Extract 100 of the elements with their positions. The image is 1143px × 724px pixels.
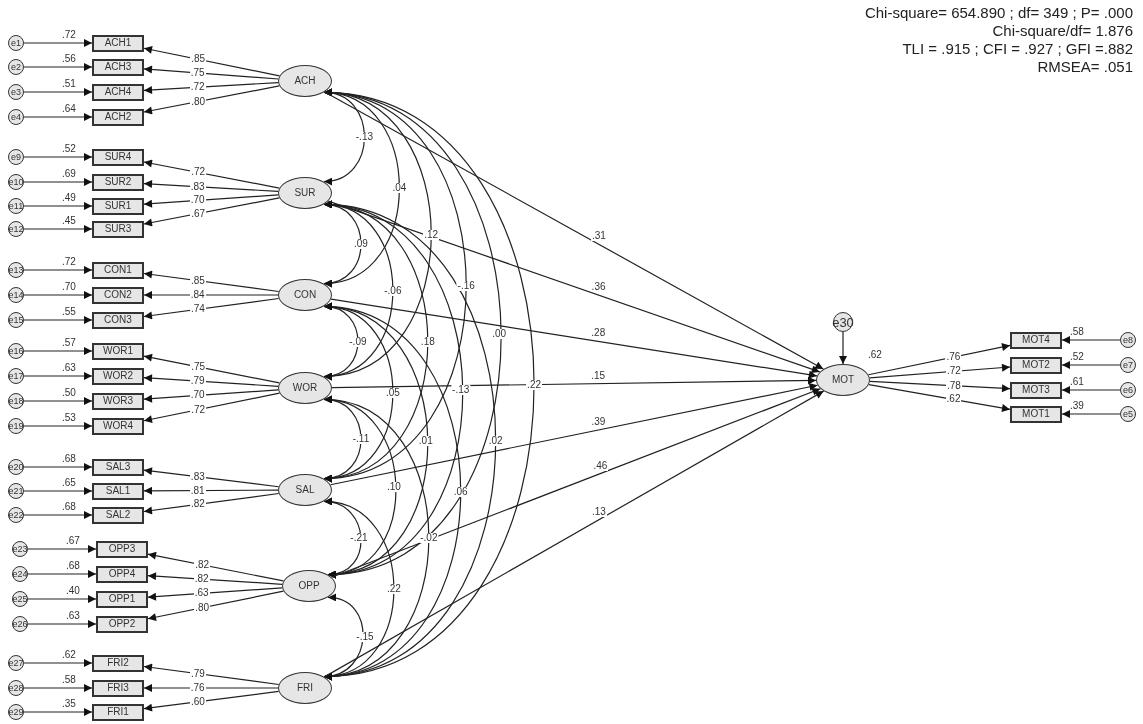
- indicator-box: MOT2: [1010, 356, 1062, 374]
- coefficient-label: .75: [189, 67, 206, 78]
- indicator-box: SAL1: [92, 482, 144, 500]
- coefficient-label: .72: [945, 366, 962, 377]
- latent-ellipse: OPP: [282, 570, 336, 602]
- arrow: [147, 572, 283, 585]
- arrow: [143, 197, 280, 227]
- arrow: [143, 65, 279, 80]
- arrow: [23, 316, 93, 324]
- r-squared-label: .45: [62, 216, 76, 226]
- coefficient-label: .85: [189, 275, 206, 286]
- arrow: [23, 659, 93, 667]
- coefficient-label: .74: [189, 304, 206, 315]
- r-squared-label: .69: [62, 169, 76, 179]
- fit-statistics-text: Chi-square= 654.890 ; df= 349 ; P= .000: [864, 4, 1133, 22]
- r-squared-label: .67: [66, 536, 80, 546]
- indicator-box: OPP2: [96, 615, 148, 633]
- coefficient-label: .04: [391, 183, 408, 193]
- coefficient-label: .05: [384, 387, 401, 398]
- latent-ellipse: WOR: [278, 372, 332, 404]
- coefficient-label: .09: [353, 239, 369, 249]
- arrow: [143, 690, 280, 712]
- coefficient-label: .62: [945, 394, 962, 405]
- coefficient-label: .79: [189, 668, 206, 679]
- indicator-box: SUR1: [92, 197, 144, 215]
- indicator-box: WOR1: [92, 342, 144, 360]
- coefficient-label: .06: [452, 486, 469, 497]
- r-squared-label: .63: [62, 363, 76, 373]
- coefficient-label: .79: [189, 376, 206, 387]
- r-squared-label: .40: [66, 586, 80, 596]
- latent-ellipse: ACH: [278, 65, 332, 97]
- indicator-box: SUR2: [92, 173, 144, 191]
- arrow: [23, 291, 93, 299]
- arrow: [27, 570, 97, 578]
- coefficient-label: .72: [189, 82, 206, 93]
- indicator-box: SUR4: [92, 148, 144, 166]
- coefficient-label: .72: [190, 404, 207, 415]
- coefficient-label: .22: [385, 584, 402, 594]
- arrow: [1061, 410, 1121, 418]
- latent-ellipse: CON: [278, 279, 332, 311]
- arrow: [23, 202, 93, 210]
- coefficient-label: .80: [194, 602, 211, 613]
- coefficient-label: .46: [592, 460, 609, 471]
- coefficient-label: .83: [189, 181, 206, 192]
- r-squared-label: .68: [66, 561, 80, 571]
- arrow: [327, 200, 821, 374]
- coefficient-label: .76: [945, 352, 962, 363]
- arrow: [23, 397, 93, 405]
- arrow: [147, 590, 285, 622]
- indicator-box: CON2: [92, 286, 144, 304]
- arrow: [27, 595, 97, 603]
- indicator-box: MOT4: [1010, 331, 1062, 349]
- arrow: [23, 708, 93, 716]
- coefficient-label: .82: [193, 574, 210, 585]
- arrow: [330, 298, 818, 379]
- arrow: [27, 545, 97, 553]
- arrow: [1061, 361, 1121, 369]
- r-squared-label: .62: [62, 650, 76, 660]
- arrow: [143, 467, 280, 488]
- fit-statistics-text: TLI = .915 ; CFI = .927 ; GFI =.882: [902, 40, 1133, 58]
- r-squared-label: .50: [62, 388, 76, 398]
- indicator-box: MOT1: [1010, 405, 1062, 423]
- coefficient-label: .70: [189, 195, 206, 206]
- indicator-box: ACH2: [92, 108, 144, 126]
- indicator-box: SUR3: [92, 220, 144, 238]
- coefficient-label: .02: [487, 435, 504, 446]
- coefficient-label: .80: [190, 96, 207, 107]
- coefficient-label: .82: [194, 559, 211, 570]
- coefficient-label: .78: [946, 380, 962, 391]
- indicator-box: OPP4: [96, 565, 148, 583]
- coefficient-label: -.13: [451, 384, 471, 395]
- indicator-box: WOR3: [92, 392, 144, 410]
- arrow: [1061, 336, 1121, 344]
- indicator-box: WOR2: [92, 367, 144, 385]
- r-squared-label: .56: [62, 54, 76, 64]
- arrow: [331, 376, 817, 389]
- coefficient-label: -.11: [351, 434, 371, 444]
- arrow: [143, 492, 280, 515]
- arrow: [143, 45, 281, 77]
- arrow: [23, 153, 93, 161]
- r-squared-label: .58: [62, 675, 76, 685]
- r-squared-label: .58: [1070, 327, 1084, 337]
- indicator-box: FRI2: [92, 654, 144, 672]
- coefficient-label: -.15: [355, 632, 375, 642]
- arrow: [23, 511, 93, 519]
- arrow: [147, 551, 284, 582]
- arrow: [331, 387, 821, 578]
- coefficient-label: .36: [590, 282, 607, 293]
- indicator-box: MOT3: [1010, 381, 1062, 399]
- coefficient-label: .81: [189, 485, 206, 496]
- coefficient-label: -.02: [419, 533, 439, 543]
- arrow: [23, 372, 93, 380]
- coefficient-label: -.16: [456, 280, 476, 291]
- arrow: [839, 331, 847, 365]
- latent-ellipse: FRI: [278, 672, 332, 704]
- arrow: [23, 487, 93, 495]
- coefficient-label: -.21: [349, 533, 369, 543]
- arrow: [23, 88, 93, 96]
- r-squared-label: .57: [62, 338, 76, 348]
- arrow: [869, 363, 1011, 379]
